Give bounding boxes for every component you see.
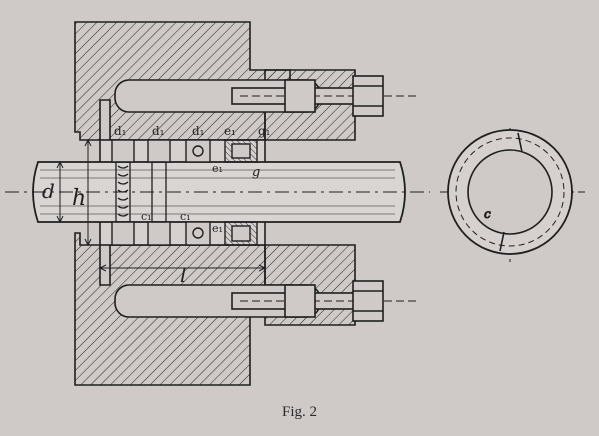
packing-rings-lower [111,221,258,246]
ring-section-inner [115,161,167,223]
label-c1-a: c₁ [141,210,152,223]
label-ring-c: c [484,207,491,221]
drawing-labels: d h l d₁ d₁ d₁ e₁ g₁ e₁ g c₁ c₁ e₁ [42,124,271,287]
label-length: l [180,263,186,287]
label-d1-a: d₁ [114,124,127,138]
dimension-lines [56,138,267,272]
label-e1-c: e₁ [212,222,223,235]
label-e1-b: e₁ [212,162,223,175]
bolt-lower [231,280,420,322]
label-g: g [252,165,260,180]
label-d1-b: d₁ [152,124,165,138]
label-c1-b: c₁ [180,210,191,223]
label-e1-a: e₁ [224,124,236,138]
label-g1: g₁ [258,124,271,138]
figure-caption: Fig. 2 [281,404,317,420]
ring-end-view: c [440,128,585,262]
label-d1-c: d₁ [192,124,205,138]
bolt-upper [231,75,420,117]
label-shaft-diameter: d [42,179,55,203]
label-bore: h [72,186,86,211]
